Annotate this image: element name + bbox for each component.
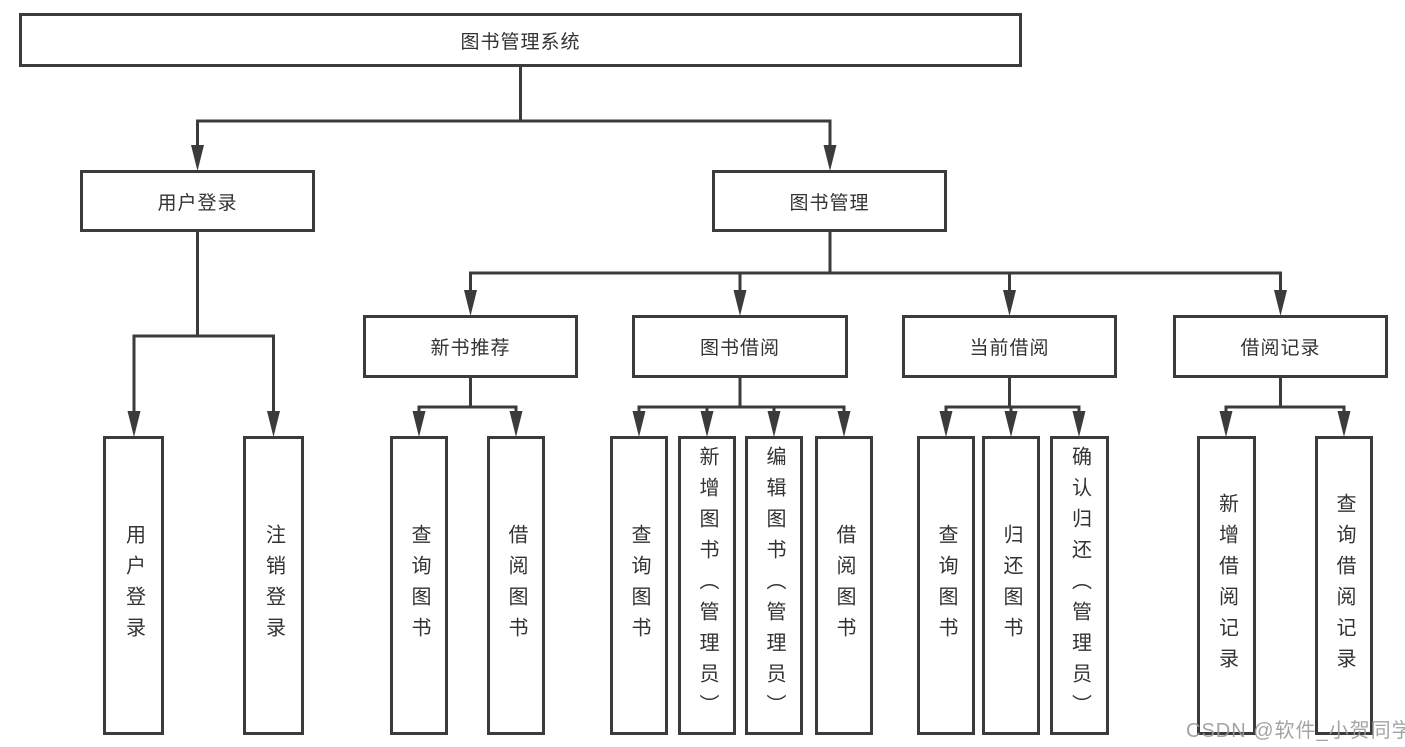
node-label: 当前借阅 [969,338,1050,359]
arrow-down-icon [191,145,204,171]
leaf-user-login: 用户登录 [103,436,164,735]
leaf-return-books: 归还图书 [982,436,1040,735]
leaf-label: 查询图书 [408,523,430,648]
leaf-label: 借阅图书 [505,523,527,648]
leaf-logout: 注销登录 [243,436,304,735]
leaf-edit-books-admin: 编辑图书（管理员） [745,436,803,735]
leaf-add-borrow-record: 新增借阅记录 [1197,436,1256,735]
leaf-label: 查询图书 [628,523,650,648]
leaf-borrow-books-borrowing: 借阅图书 [815,436,873,735]
arrow-down-icon [1072,411,1086,437]
arrow-down-icon [1004,411,1018,437]
arrow-down-icon [509,411,523,437]
leaf-label: 查询借阅记录 [1333,492,1355,679]
leaf-label: 用户登录 [122,523,145,648]
leaf-label: 确认归还（管理员） [1068,446,1091,725]
leaf-label: 借阅图书 [833,523,855,648]
watermark-csdn: CSDN @软件_小贺同学 [1186,720,1405,742]
leaf-confirm-return-admin: 确认归还（管理员） [1050,436,1109,735]
leaf-label: 编辑图书（管理员） [763,446,785,725]
arrow-down-icon [632,411,646,437]
node-label: 图书管理 [789,192,870,214]
node-label: 借阅记录 [1240,338,1321,359]
arrow-down-icon [1003,290,1016,316]
leaf-borrow-books-recommend: 借阅图书 [487,436,545,735]
arrowheads [127,145,1351,437]
arrow-down-icon [1274,290,1287,316]
arrow-down-icon [412,411,426,437]
leaf-label: 新增借阅记录 [1215,492,1238,679]
arrow-down-icon [823,145,837,171]
node-label: 图书借阅 [699,338,780,359]
arrow-down-icon [733,290,747,316]
tree-edges [132,65,1346,420]
arrow-down-icon [837,411,851,437]
arrow-down-icon [767,411,781,437]
leaf-query-books-recommend: 查询图书 [390,436,448,735]
node-user-login: 用户登录 [80,170,315,232]
arrow-down-icon [464,290,477,316]
leaf-label: 注销登录 [262,523,285,648]
node-borrowing-records: 借阅记录 [1173,315,1388,378]
node-library-management-system: 图书管理系统 [19,13,1022,67]
node-label: 图书管理系统 [460,31,581,53]
leaf-label: 新增图书（管理员） [696,446,718,725]
node-new-book-recommendation: 新书推荐 [363,315,578,378]
leaf-query-borrow-record: 查询借阅记录 [1315,436,1373,735]
leaf-query-books-borrowing: 查询图书 [610,436,668,735]
node-label: 用户登录 [157,192,238,214]
node-label: 新书推荐 [430,338,511,359]
node-book-borrowing: 图书借阅 [632,315,848,378]
node-current-borrowing: 当前借阅 [902,315,1117,378]
arrow-down-icon [1337,411,1351,437]
leaf-add-books-admin: 新增图书（管理员） [678,436,736,735]
leaf-label: 归还图书 [1000,523,1022,648]
arrow-down-icon [267,411,280,437]
node-book-management: 图书管理 [712,170,947,232]
arrow-down-icon [700,411,714,437]
arrow-down-icon [1219,411,1233,437]
arrow-down-icon [127,411,141,437]
arrow-down-icon [939,411,953,437]
leaf-label: 查询图书 [935,523,957,648]
leaf-query-books-current: 查询图书 [917,436,975,735]
